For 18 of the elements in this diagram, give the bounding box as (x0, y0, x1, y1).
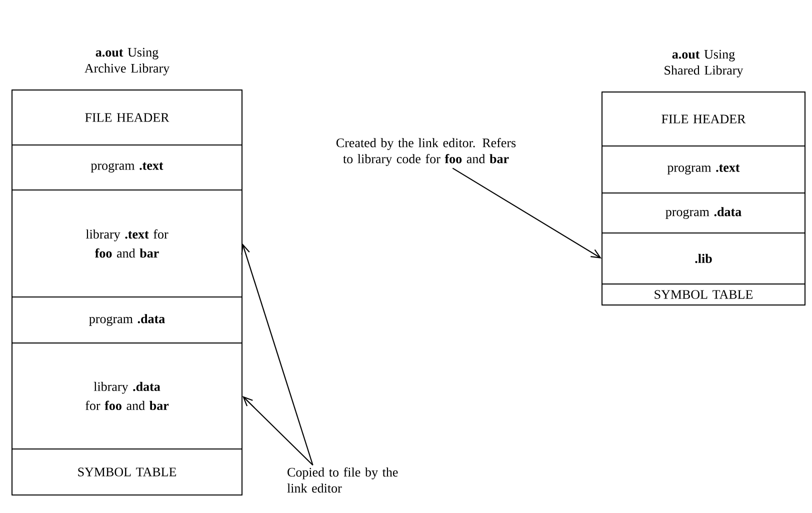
section-cell: library .data for foo and bar (12, 342, 242, 450)
section-cell: SYMBOL TABLE (12, 448, 242, 496)
node-label: a.out Using Archive Library (84, 48, 170, 76)
annotation-text: Copied to file by the link editor (287, 467, 398, 493)
arrow (452, 168, 602, 258)
section-cell: .lib (602, 232, 806, 284)
section-cell: program .text (602, 146, 806, 194)
section-cell: FILE HEADER (12, 90, 242, 146)
annotation-text: Created by the link editor. Refers to library code for foo and bar (336, 138, 516, 166)
node-label: a.out Using Shared Library (664, 50, 744, 78)
arrow (242, 396, 314, 466)
section-cell: SYMBOL TABLE (602, 284, 806, 306)
section-cell: program .text (12, 144, 242, 190)
section-cell: program .data (602, 192, 806, 234)
section-cell: FILE HEADER (602, 92, 806, 146)
section-cell: library .text for foo and bar (12, 190, 242, 298)
arrow (241, 243, 314, 466)
section-cell: program .data (12, 296, 242, 344)
